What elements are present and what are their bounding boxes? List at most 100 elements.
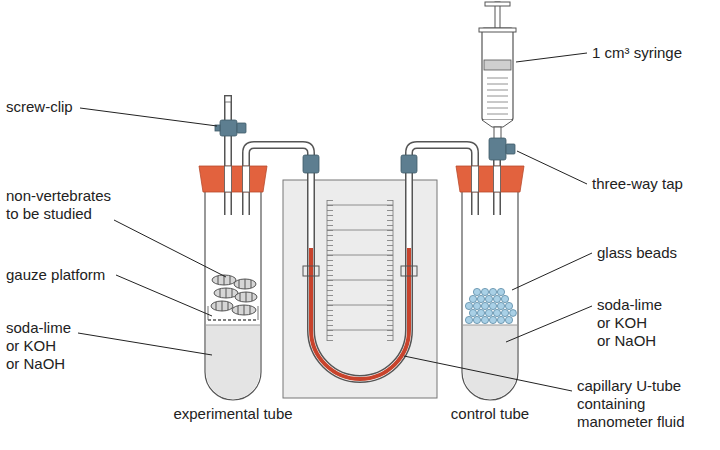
glass-beads bbox=[473, 316, 480, 323]
glass-beads bbox=[493, 309, 500, 316]
scale-board bbox=[327, 330, 393, 331]
tube-in-bung bbox=[472, 166, 479, 192]
scale-board bbox=[327, 205, 393, 206]
syringe bbox=[494, 127, 501, 139]
part-label: 1 cm³ syringe bbox=[592, 44, 683, 62]
screw-clip bbox=[220, 120, 237, 136]
glass-beads bbox=[497, 288, 504, 295]
capillary-u-tube bbox=[311, 168, 409, 379]
part-label: glass beads bbox=[597, 244, 678, 262]
rubber-bung bbox=[199, 166, 524, 192]
capillary-u-tube bbox=[303, 266, 319, 276]
glass-beads bbox=[505, 316, 512, 323]
scale-board bbox=[283, 180, 437, 398]
syringe bbox=[482, 28, 513, 120]
part-label: screw-clip bbox=[6, 98, 73, 116]
glass-tubing bbox=[226, 96, 231, 215]
experimental-tube bbox=[205, 188, 261, 400]
scale-board bbox=[283, 180, 437, 398]
control-tube bbox=[462, 188, 518, 400]
part-label: soda-lime or KOH or NaOH bbox=[597, 296, 663, 350]
woodlice bbox=[235, 292, 257, 302]
glass-beads bbox=[481, 302, 488, 309]
glass-beads bbox=[469, 309, 476, 316]
tube-in-bung bbox=[225, 166, 232, 192]
three-way-tap bbox=[506, 144, 515, 154]
gauze-platform bbox=[208, 306, 209, 320]
glass-beads bbox=[489, 288, 496, 295]
leader-line bbox=[512, 253, 592, 290]
part-label: soda-lime or KOH or NaOH bbox=[6, 319, 72, 373]
glass-beads bbox=[465, 288, 516, 323]
experimental-tube bbox=[205, 188, 261, 400]
scale-board bbox=[327, 280, 393, 281]
glass-beads bbox=[501, 295, 508, 302]
rubber-bung bbox=[199, 166, 267, 192]
syringe bbox=[479, 2, 516, 139]
screw-clip bbox=[215, 96, 246, 136]
tube-connector bbox=[303, 155, 319, 173]
leader-line bbox=[78, 333, 212, 355]
leader-line bbox=[116, 275, 212, 316]
glass-beads bbox=[485, 309, 492, 316]
woodlice bbox=[211, 301, 233, 311]
capillary-u-tube bbox=[401, 266, 417, 276]
glass-beads bbox=[489, 302, 496, 309]
woodlice bbox=[239, 279, 251, 289]
glass-beads bbox=[465, 316, 472, 323]
tube-connector bbox=[401, 155, 417, 173]
glass-beads bbox=[477, 309, 484, 316]
tube-connector bbox=[303, 155, 417, 173]
scale-board bbox=[327, 305, 393, 306]
part-label: capillary U-tube containing manometer fl… bbox=[577, 377, 685, 431]
syringe bbox=[479, 28, 516, 32]
woodlice bbox=[211, 275, 257, 315]
leader-line bbox=[506, 306, 592, 342]
part-label: three-way tap bbox=[592, 175, 683, 193]
tube-in-bung bbox=[225, 166, 501, 192]
woodlice bbox=[220, 288, 232, 298]
three-way-tap bbox=[489, 138, 515, 160]
capillary-u-tube bbox=[303, 168, 417, 379]
syringe bbox=[485, 2, 510, 6]
woodlice bbox=[232, 305, 256, 315]
glass-beads bbox=[473, 302, 480, 309]
scale-board bbox=[393, 200, 394, 341]
woodlice bbox=[238, 305, 250, 315]
glass-beads bbox=[473, 288, 480, 295]
rubber-bung bbox=[456, 166, 524, 192]
glass-beads bbox=[485, 295, 492, 302]
part-label: gauze platform bbox=[6, 266, 106, 284]
scale-board bbox=[327, 230, 393, 231]
woodlice bbox=[234, 279, 256, 289]
part-label: control tube bbox=[451, 405, 530, 423]
syringe bbox=[487, 78, 508, 114]
glass-beads bbox=[497, 316, 504, 323]
woodlice bbox=[240, 292, 252, 302]
control-tube bbox=[463, 325, 517, 399]
glass-tubing bbox=[228, 95, 497, 215]
scale-board bbox=[327, 200, 393, 341]
capillary-u-tube bbox=[311, 168, 409, 379]
scale-board bbox=[327, 200, 328, 341]
leader-line bbox=[516, 53, 587, 62]
glass-beads bbox=[493, 295, 500, 302]
woodlice bbox=[216, 301, 228, 311]
syringe bbox=[482, 120, 513, 127]
tube-in-bung bbox=[243, 166, 250, 192]
glass-beads bbox=[505, 302, 512, 309]
leader-line bbox=[80, 108, 217, 126]
glass-beads bbox=[477, 295, 484, 302]
glass-tubing bbox=[495, 158, 500, 215]
screw-clip bbox=[225, 96, 231, 102]
leader-line bbox=[517, 151, 587, 184]
leader-line bbox=[78, 53, 592, 391]
experimental-tube bbox=[206, 325, 260, 326]
glass-beads bbox=[489, 316, 496, 323]
syringe bbox=[484, 60, 511, 70]
gauze-platform bbox=[208, 319, 258, 321]
glass-beads bbox=[501, 309, 508, 316]
glass-beads bbox=[469, 295, 476, 302]
control-tube bbox=[463, 325, 517, 326]
